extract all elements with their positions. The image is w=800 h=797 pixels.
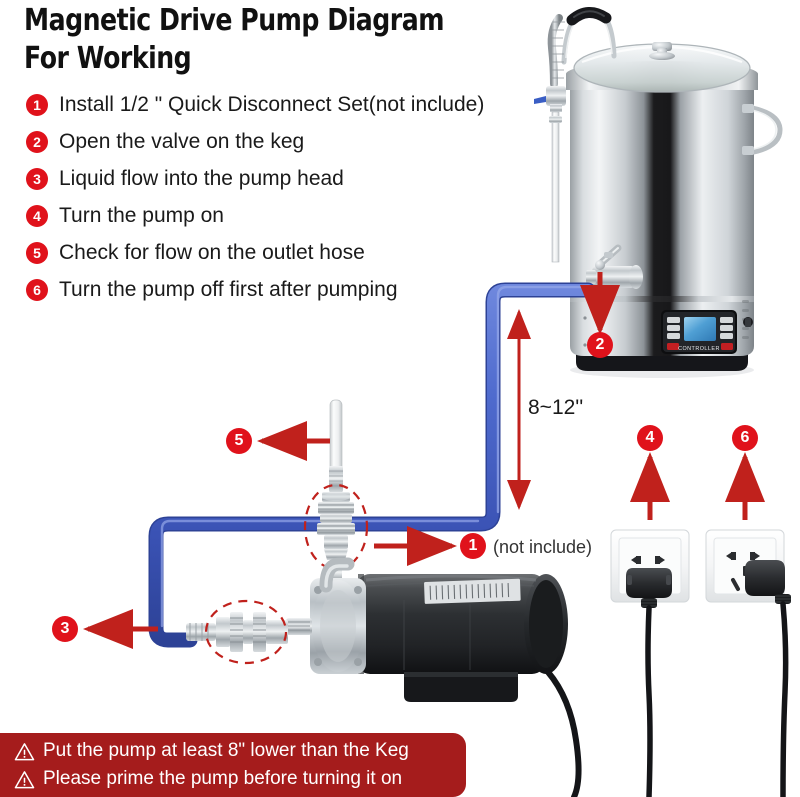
pump-mounting-foot bbox=[404, 674, 518, 702]
page-title: Magnetic Drive Pump Diagram For Working bbox=[24, 2, 461, 78]
hose-valve-lever bbox=[534, 96, 546, 104]
callout-badge-1: 1 bbox=[460, 533, 486, 559]
pump-inlet-fitting bbox=[286, 618, 312, 635]
callout-badge-2: 2 bbox=[587, 332, 613, 358]
controller-power-button[interactable] bbox=[667, 343, 679, 350]
callout-arrows bbox=[83, 421, 765, 649]
page-title-line-1: Magnetic Drive Pump Diagram bbox=[24, 3, 444, 38]
quick-disconnect-highlight-circle bbox=[303, 483, 369, 571]
callout-badge-4: 4 bbox=[637, 425, 663, 451]
step-label-4: Turn the pump on bbox=[59, 203, 224, 227]
step-item-4: 4 Turn the pump on bbox=[26, 197, 556, 234]
step-item-3: 3 Liquid flow into the pump head bbox=[26, 160, 556, 197]
outlet-hose-barb bbox=[329, 466, 343, 492]
pump-inlet-highlight-circle bbox=[204, 599, 288, 665]
step-badge-2: 2 bbox=[26, 130, 48, 153]
controller-panel: CONTROLLER bbox=[661, 310, 753, 354]
callout-badge-5: 5 bbox=[226, 428, 252, 454]
keg-ball-valve bbox=[586, 244, 643, 289]
warning-banner: Put the pump at least 8" lower than the … bbox=[0, 733, 466, 797]
pump-head bbox=[310, 557, 366, 674]
callout-badge-6: 6 bbox=[732, 425, 758, 451]
pump-power-cord bbox=[545, 669, 582, 797]
step-item-1: 1 Install 1/2 " Quick Disconnect Set(not… bbox=[26, 86, 556, 123]
callout-badge-3: 3 bbox=[52, 616, 78, 642]
step-badge-5: 5 bbox=[26, 241, 48, 264]
controller-plug[interactable] bbox=[745, 560, 791, 797]
pump-plug-cord bbox=[645, 605, 653, 797]
step-item-6: 6 Turn the pump off first after pumping bbox=[26, 271, 556, 308]
warning-label-2: Please prime the pump before turning it … bbox=[43, 768, 403, 789]
quick-disconnect-set-lower bbox=[186, 599, 288, 665]
controller-left-buttons[interactable] bbox=[667, 317, 680, 339]
controller-plug-cord bbox=[780, 601, 789, 797]
warning-row-2: Please prime the pump before turning it … bbox=[4, 765, 466, 793]
step-item-2: 2 Open the valve on the keg bbox=[26, 123, 556, 160]
pump-power-outlet bbox=[610, 529, 690, 797]
step-badge-3: 3 bbox=[26, 167, 48, 190]
step-label-1: Install 1/2 " Quick Disconnect Set(not i… bbox=[59, 92, 485, 116]
controller-power-outlet bbox=[705, 529, 791, 797]
step-badge-4: 4 bbox=[26, 204, 48, 227]
step-item-5: 5 Check for flow on the outlet hose bbox=[26, 234, 556, 271]
pump-plug[interactable] bbox=[626, 568, 672, 797]
step-label-5: Check for flow on the outlet hose bbox=[59, 240, 365, 264]
instruction-steps-list: 1 Install 1/2 " Quick Disconnect Set(not… bbox=[26, 86, 556, 308]
callout-note-1: (not include) bbox=[493, 537, 593, 557]
step-badge-6: 6 bbox=[26, 278, 48, 301]
motor-spec-label bbox=[424, 578, 521, 604]
keg-lift-handle bbox=[561, 7, 617, 65]
step-label-3: Liquid flow into the pump head bbox=[59, 166, 344, 190]
step-label-2: Open the valve on the keg bbox=[59, 129, 305, 153]
controller-lcd-screen bbox=[684, 317, 716, 341]
keg-side-handle bbox=[742, 104, 783, 155]
lid-knob bbox=[649, 42, 675, 60]
step-label-6: Turn the pump off first after pumping bbox=[59, 277, 398, 301]
warning-triangle-icon bbox=[14, 742, 35, 760]
warning-row-1: Put the pump at least 8" lower than the … bbox=[4, 737, 466, 765]
controller-brand-label: CONTROLLER bbox=[678, 346, 720, 352]
warning-label-1: Put the pump at least 8" lower than the … bbox=[43, 740, 409, 761]
page-title-line-2: For Working bbox=[24, 41, 192, 76]
flexible-steel-hose bbox=[534, 14, 566, 263]
magnetic-drive-pump bbox=[286, 557, 582, 797]
controller-stop-button[interactable] bbox=[721, 343, 733, 350]
height-dimension-label: 8~12'' bbox=[528, 396, 584, 419]
warning-triangle-icon bbox=[14, 770, 35, 788]
step-badge-1: 1 bbox=[26, 93, 48, 116]
controller-right-buttons[interactable] bbox=[720, 317, 733, 339]
